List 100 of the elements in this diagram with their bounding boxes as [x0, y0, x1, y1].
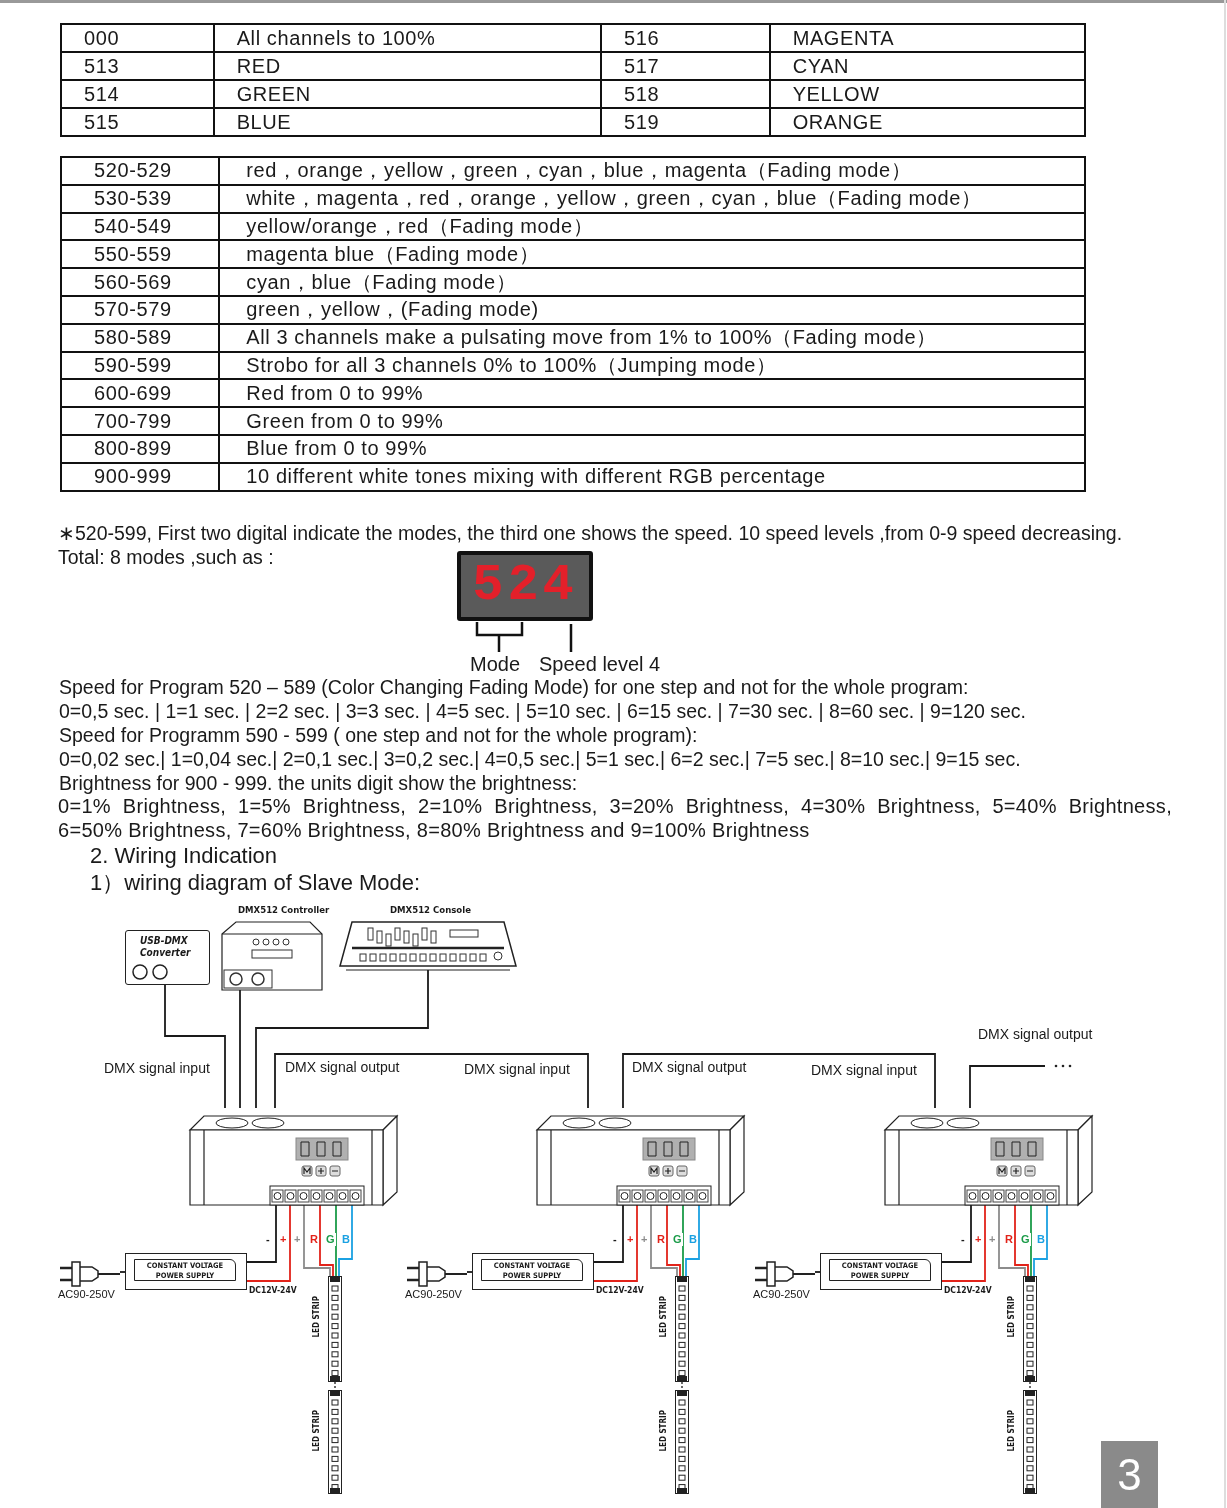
paragraph: 0=1% Brightness, 1=5% Brightness, 2=10% Brightness, 3=20% Brightness, 4=30% Brightness, 5=40% Brightness, 6=50% Brightness, 7=60% Brightness, 8=80% Brightness and 9=100% Brightness — [58, 794, 1172, 842]
strip-label: LED STRIP — [312, 1296, 321, 1338]
voltage-label: AC90-250V — [58, 1288, 115, 1300]
wire — [666, 1204, 681, 1277]
table-cell: 540-549 — [61, 212, 220, 241]
voltage-label: DC12V-24V — [944, 1285, 992, 1295]
table-cell: 570-579 — [61, 296, 220, 324]
wire — [303, 1204, 331, 1277]
voltage-label: AC90-250V — [753, 1288, 810, 1300]
wire — [274, 1053, 589, 1109]
device-label: DMX512 Console — [390, 904, 471, 915]
connector-label: DMX signal input — [464, 1061, 570, 1077]
wire-label: R — [309, 1233, 319, 1246]
wire — [164, 984, 226, 1109]
power-supply-box — [125, 1253, 247, 1290]
table-cell: YELLOW — [769, 80, 1085, 108]
table-cell: magenta blue（Fading mode） — [219, 240, 1085, 269]
strip-label: LED STRIP — [659, 1410, 668, 1452]
table-cell: 580-589 — [61, 323, 220, 352]
section-heading: 2. Wiring Indication — [90, 844, 278, 868]
table-cell: cyan，blue（Fading mode） — [219, 268, 1085, 296]
wire — [814, 1271, 821, 1273]
wire — [682, 1204, 684, 1277]
wire — [941, 1204, 972, 1263]
wire-label: B — [341, 1233, 351, 1246]
paragraph: 0=0,02 sec.| 1=0,04 sec.| 2=0,1 sec.| 3=0,2 sec.| 4=0,5 sec.| 5=1 sec.| 6=2 sec.| 7=5 sec.| 8=10 sec.| 9=15 sec. — [59, 747, 1021, 771]
table-cell: 513 — [61, 52, 214, 80]
table-cell: 530-539 — [61, 184, 220, 213]
wire — [246, 1204, 277, 1263]
cable — [969, 1065, 1046, 1109]
table-cell: 900-999 — [61, 462, 220, 491]
power-supply-box — [472, 1253, 594, 1290]
strip-label: LED STRIP — [1007, 1296, 1016, 1338]
wire — [650, 1204, 678, 1277]
table-cell: red，orange，yellow，green，cyan，blue，magenta（Fading mode） — [219, 157, 1085, 185]
table-cell: All 3 channels make a pulsating move from 1% to 100%（Fading mode） — [219, 323, 1085, 352]
wire — [466, 1271, 473, 1273]
table-cell: green，yellow，(Fading mode) — [219, 296, 1085, 324]
table-cell: yellow/orange，red（Fading mode） — [219, 212, 1085, 241]
paragraph: Speed for Programm 590 - 599 ( one step and not for the whole program): — [59, 723, 698, 747]
wire — [1029, 1381, 1031, 1391]
table-cell: Blue from 0 to 99% — [219, 434, 1085, 463]
wire-label: R — [1004, 1233, 1014, 1246]
table-cell: GREEN — [213, 80, 602, 108]
wire — [255, 969, 429, 1109]
voltage-label: DC12V-24V — [596, 1285, 644, 1295]
section-heading: 1）wiring diagram of Slave Mode: — [90, 871, 421, 895]
wire-label: G — [1020, 1233, 1031, 1246]
wire-label: G — [325, 1233, 336, 1246]
caption-text: Mode — [470, 652, 521, 676]
table-cell: Strobo for all 3 channels 0% to 100%（Jumping mode） — [219, 351, 1085, 380]
table-cell: 518 — [601, 80, 770, 108]
wire-label: G — [672, 1233, 683, 1246]
wire — [1033, 1204, 1048, 1277]
caption-text: Speed level 4 — [539, 652, 661, 676]
wire — [941, 1204, 986, 1282]
strip-label: LED STRIP — [659, 1296, 668, 1338]
table-cell: 514 — [61, 80, 214, 108]
table-cell: RED — [213, 52, 602, 80]
device-label: DMX512 Controller — [238, 904, 330, 915]
table-cell: CYAN — [769, 52, 1085, 80]
wire — [998, 1204, 1026, 1277]
table-cell: 550-559 — [61, 240, 220, 269]
table-cell: 516 — [601, 24, 770, 52]
table-cell: 590-599 — [61, 351, 220, 380]
paragraph: Speed for Program 520 – 589 (Color Changing Fading Mode) for one step and not for the whole program: — [59, 675, 969, 699]
wire — [685, 1204, 700, 1277]
wire — [246, 1204, 291, 1282]
connector-label: DMX signal input — [811, 1062, 917, 1078]
table-cell: white，magenta，red，orange，yellow，green，cyan，blue（Fading mode） — [219, 184, 1085, 213]
strip-label: LED STRIP — [312, 1410, 321, 1452]
wire — [681, 1381, 683, 1391]
voltage-label: DC12V-24V — [249, 1285, 297, 1295]
connector-label: DMX signal output — [285, 1059, 400, 1075]
wire — [239, 989, 241, 1109]
table-cell: Red from 0 to 99% — [219, 379, 1085, 408]
table-cell: All channels to 100% — [213, 24, 602, 52]
table-cell: 515 — [61, 108, 214, 136]
table-cell: 000 — [61, 24, 214, 52]
wire-label: R — [656, 1233, 666, 1246]
table-cell: 520-529 — [61, 157, 220, 185]
wire — [334, 1381, 336, 1391]
wire — [319, 1204, 334, 1277]
table-cell: ORANGE — [769, 108, 1085, 136]
table-cell: 10 different white tones mixing with different RGB percentage — [219, 462, 1085, 491]
wire — [338, 1204, 353, 1277]
wire — [335, 1204, 337, 1277]
strip-label: LED STRIP — [1007, 1410, 1016, 1452]
table-cell: BLUE — [213, 108, 602, 136]
connector-label: DMX signal output — [632, 1059, 747, 1075]
table-cell: MAGENTA — [769, 24, 1085, 52]
connector-label: DMX signal output — [978, 1026, 1093, 1042]
wire-label: B — [688, 1233, 698, 1246]
wire — [1030, 1204, 1032, 1277]
table-cell: 700-799 — [61, 407, 220, 435]
table-cell: 600-699 — [61, 379, 220, 408]
table-cell: Green from 0 to 99% — [219, 407, 1085, 435]
wire — [622, 1053, 936, 1109]
wire — [593, 1204, 638, 1282]
paragraph: Brightness for 900 - 999. the units digit show the brightness: — [59, 771, 578, 795]
